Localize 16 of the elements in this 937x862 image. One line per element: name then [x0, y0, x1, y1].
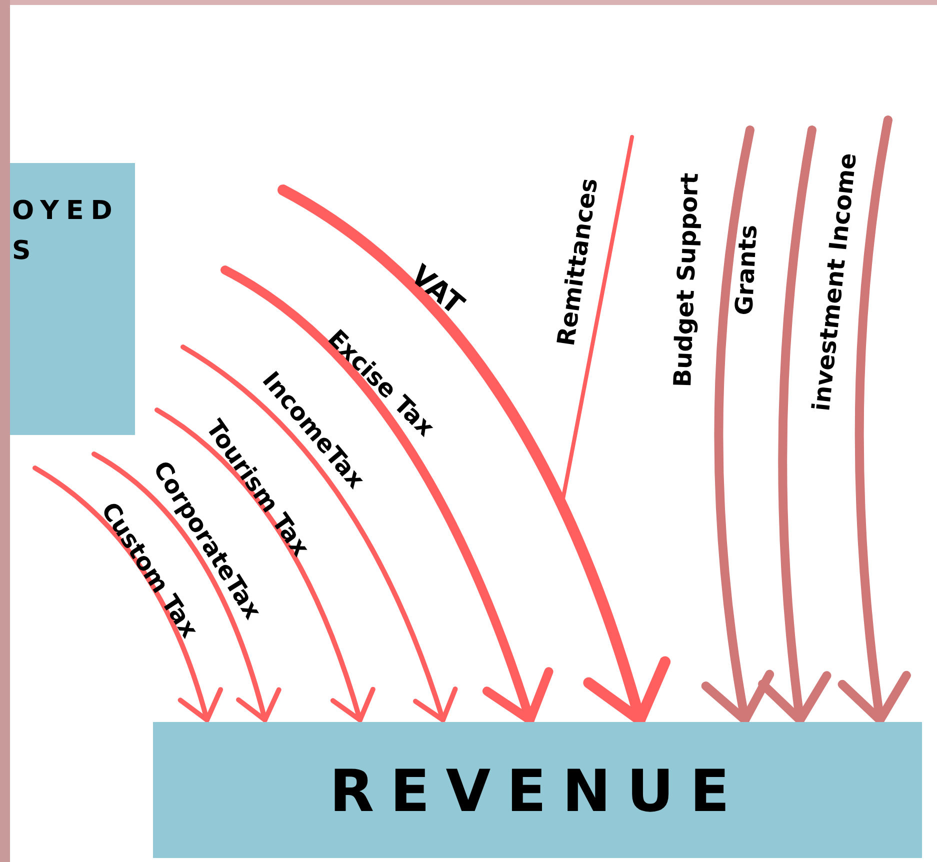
box-label: REVENUE — [328, 756, 747, 826]
edge-label: Budget Support — [670, 172, 702, 388]
edge-label: investment Income — [810, 152, 860, 412]
curved-arrow — [220, 266, 552, 724]
curved-arrow — [838, 116, 912, 724]
curved-arrow — [32, 466, 222, 722]
edge-label: Grants — [732, 224, 760, 316]
curved-arrow — [154, 408, 375, 722]
edge-label: Remittances — [554, 176, 602, 348]
curved-arrow — [702, 126, 775, 724]
curved-arrow — [180, 344, 458, 722]
info-panel — [10, 163, 135, 435]
box-label: OYED S — [12, 195, 120, 268]
revenue-box — [153, 722, 922, 858]
curved-arrow — [758, 126, 832, 724]
curved-arrow — [92, 452, 281, 722]
